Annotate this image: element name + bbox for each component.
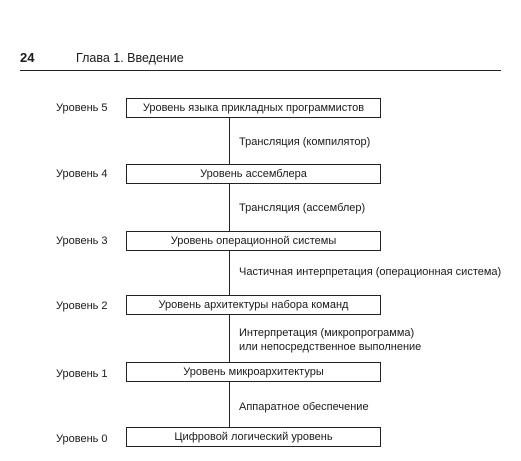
level-box: Уровень архитектуры набора команд <box>126 295 381 315</box>
page-number: 24 <box>20 50 35 65</box>
level-label: Уровень 3 <box>56 235 108 247</box>
level-label: Уровень 2 <box>56 300 108 312</box>
connector-line <box>229 315 230 362</box>
level-box: Уровень языка прикладных программистов <box>126 98 381 118</box>
chapter-title: Глава 1. Введение <box>76 51 184 65</box>
level-box: Уровень микроархитектуры <box>126 362 381 382</box>
connector-line <box>229 251 230 295</box>
level-label: Уровень 4 <box>56 168 108 180</box>
level-box: Уровень операционной системы <box>126 231 381 251</box>
connector-line <box>229 184 230 231</box>
level-box: Цифровой логический уровень <box>126 427 381 447</box>
transition-label: Аппаратное обеспечение <box>239 401 369 413</box>
level-box: Уровень ассемблера <box>126 164 381 184</box>
transition-label: Частичная интерпретация (операционная си… <box>239 266 502 278</box>
level-label: Уровень 0 <box>56 433 108 445</box>
level-label: Уровень 5 <box>56 102 108 114</box>
transition-label: Трансляция (компилятор) <box>239 136 371 148</box>
transition-label: Трансляция (ассемблер) <box>239 202 366 214</box>
level-label: Уровень 1 <box>56 368 108 380</box>
transition-label-line2: или непосредственное выполнение <box>239 341 422 353</box>
header-rule <box>20 70 501 71</box>
connector-line <box>229 118 230 164</box>
connector-line <box>229 382 230 427</box>
transition-label: Интерпретация (микропрограмма) <box>239 327 415 339</box>
